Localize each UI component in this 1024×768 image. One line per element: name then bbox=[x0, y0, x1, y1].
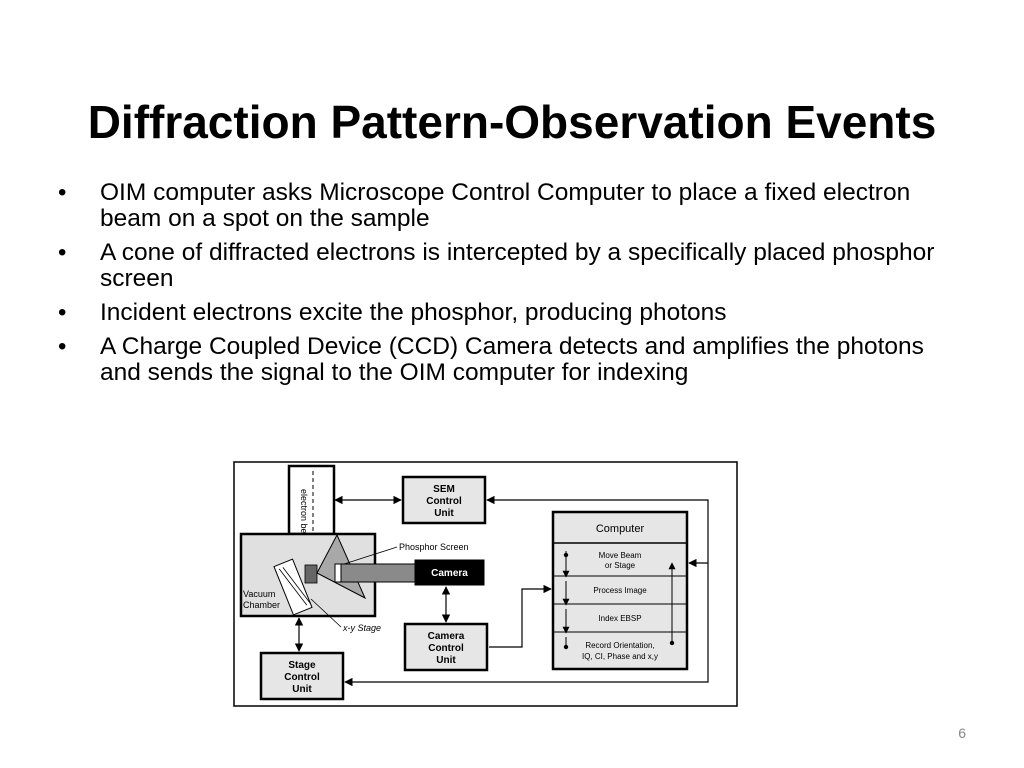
computer-label: Computer bbox=[596, 523, 645, 535]
phosphor-screen-label: Phosphor Screen bbox=[399, 542, 469, 552]
conn-computer-sem bbox=[486, 495, 709, 563]
sem-control-label: SEM bbox=[433, 484, 455, 495]
bullet-item: A cone of diffracted electrons is interc… bbox=[56, 240, 966, 292]
xy-stage-leader bbox=[310, 598, 342, 628]
phosphor-screen bbox=[334, 563, 342, 583]
electron-beam-label: electron beam bbox=[299, 489, 309, 546]
step-move-beam: Move Beam bbox=[599, 551, 642, 560]
conn-ccu-computer bbox=[489, 584, 552, 648]
sem-control-label: Unit bbox=[434, 508, 454, 519]
bullet-item: A Charge Coupled Device (CCD) Camera det… bbox=[56, 334, 966, 386]
step-move-beam: or Stage bbox=[605, 561, 636, 570]
camera-control-unit bbox=[403, 622, 489, 672]
camera-control-label: Camera bbox=[428, 631, 465, 642]
conn-computer-stage bbox=[344, 563, 709, 687]
sem-control-label: Control bbox=[426, 496, 462, 507]
flow-dot bbox=[669, 640, 675, 646]
camera-control-label: Unit bbox=[436, 655, 456, 666]
camera-block bbox=[414, 559, 485, 586]
flow-dot bbox=[563, 552, 569, 558]
sample-stage bbox=[273, 558, 313, 616]
flow-dot bbox=[563, 644, 569, 650]
step-record: Record Orientation, bbox=[585, 641, 654, 650]
xy-stage-label: x-y Stage bbox=[342, 623, 381, 633]
ebsd-system-diagram: electron beam Vacuum Chamber Phosphor Sc… bbox=[233, 461, 738, 707]
bullet-list: OIM computer asks Microscope Control Com… bbox=[56, 180, 966, 394]
bullet-item: OIM computer asks Microscope Control Com… bbox=[56, 180, 966, 232]
vacuum-chamber-label: Vacuum bbox=[243, 589, 275, 599]
stage-control-label: Unit bbox=[292, 684, 312, 695]
step-record: IQ, CI, Phase and x,y bbox=[582, 652, 658, 661]
stage-control-label: Control bbox=[284, 672, 320, 683]
step-index-ebsp: Index EBSP bbox=[598, 614, 641, 623]
camera-control-label: Control bbox=[428, 643, 464, 654]
bullet-item: Incident electrons excite the phosphor, … bbox=[56, 300, 966, 327]
slide-title: Diffraction Pattern-Observation Events bbox=[87, 95, 937, 148]
phosphor-screen-leader bbox=[340, 546, 398, 566]
vacuum-chamber-label: Chamber bbox=[243, 600, 280, 610]
page-number: 6 bbox=[958, 725, 966, 741]
electron-beam-column bbox=[287, 464, 336, 536]
computer-block bbox=[551, 510, 689, 671]
stage-control-label: Stage bbox=[288, 660, 316, 671]
step-process-image: Process Image bbox=[593, 586, 647, 595]
stage-control-unit bbox=[259, 651, 345, 701]
sample bbox=[304, 564, 318, 584]
sem-control-unit bbox=[401, 475, 487, 525]
camera-body bbox=[340, 563, 416, 583]
camera-label: Camera bbox=[431, 568, 468, 579]
